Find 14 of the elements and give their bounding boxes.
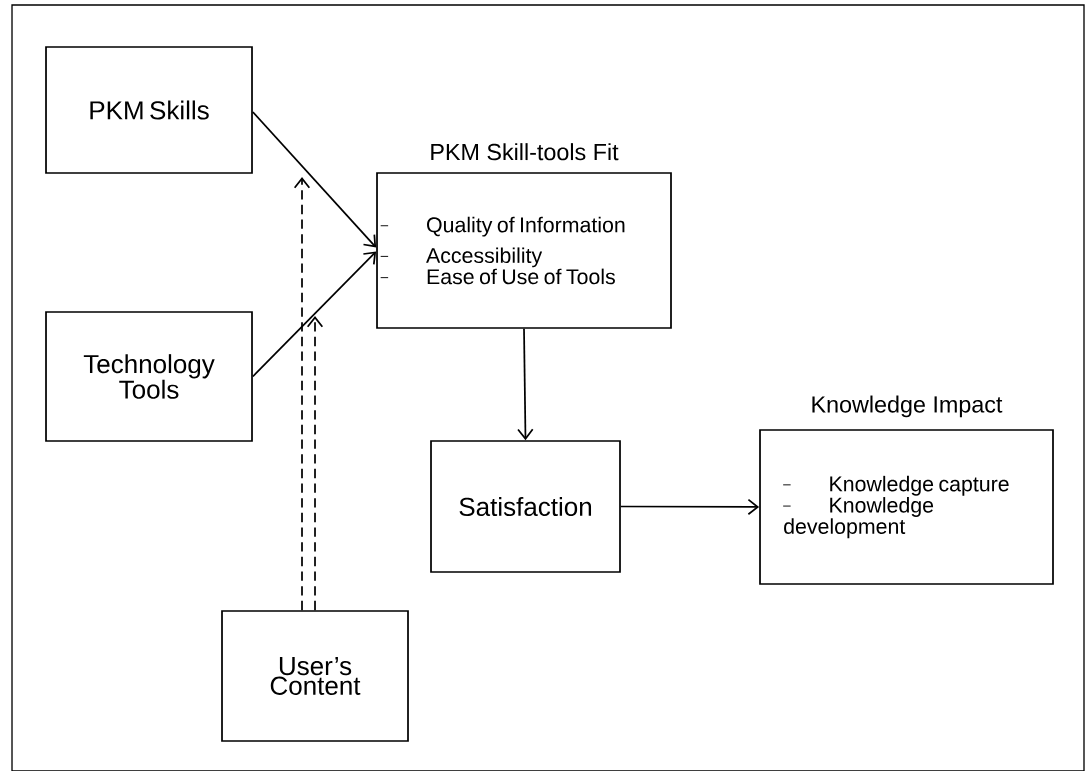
arrow (620, 498, 760, 516)
box-heading: Knowledge Impact (812, 395, 1003, 418)
box-heading: PKM Skill-tools Fit (431, 143, 619, 161)
process-box: Technology Tools (45, 311, 253, 442)
arrow (517, 328, 534, 441)
arrow (252, 251, 377, 378)
arrow (252, 111, 377, 248)
process-box: Quality of Information Accessibility Ease of Use of Tools (376, 172, 672, 329)
process-box: Satisfaction (430, 440, 621, 573)
process-box: Knowledge capture Knowledge development (759, 429, 1054, 585)
process-box: User’s Content (221, 610, 409, 742)
process-box: PKM Skills (45, 46, 253, 174)
arrow (293, 177, 311, 611)
arrow (306, 316, 324, 611)
